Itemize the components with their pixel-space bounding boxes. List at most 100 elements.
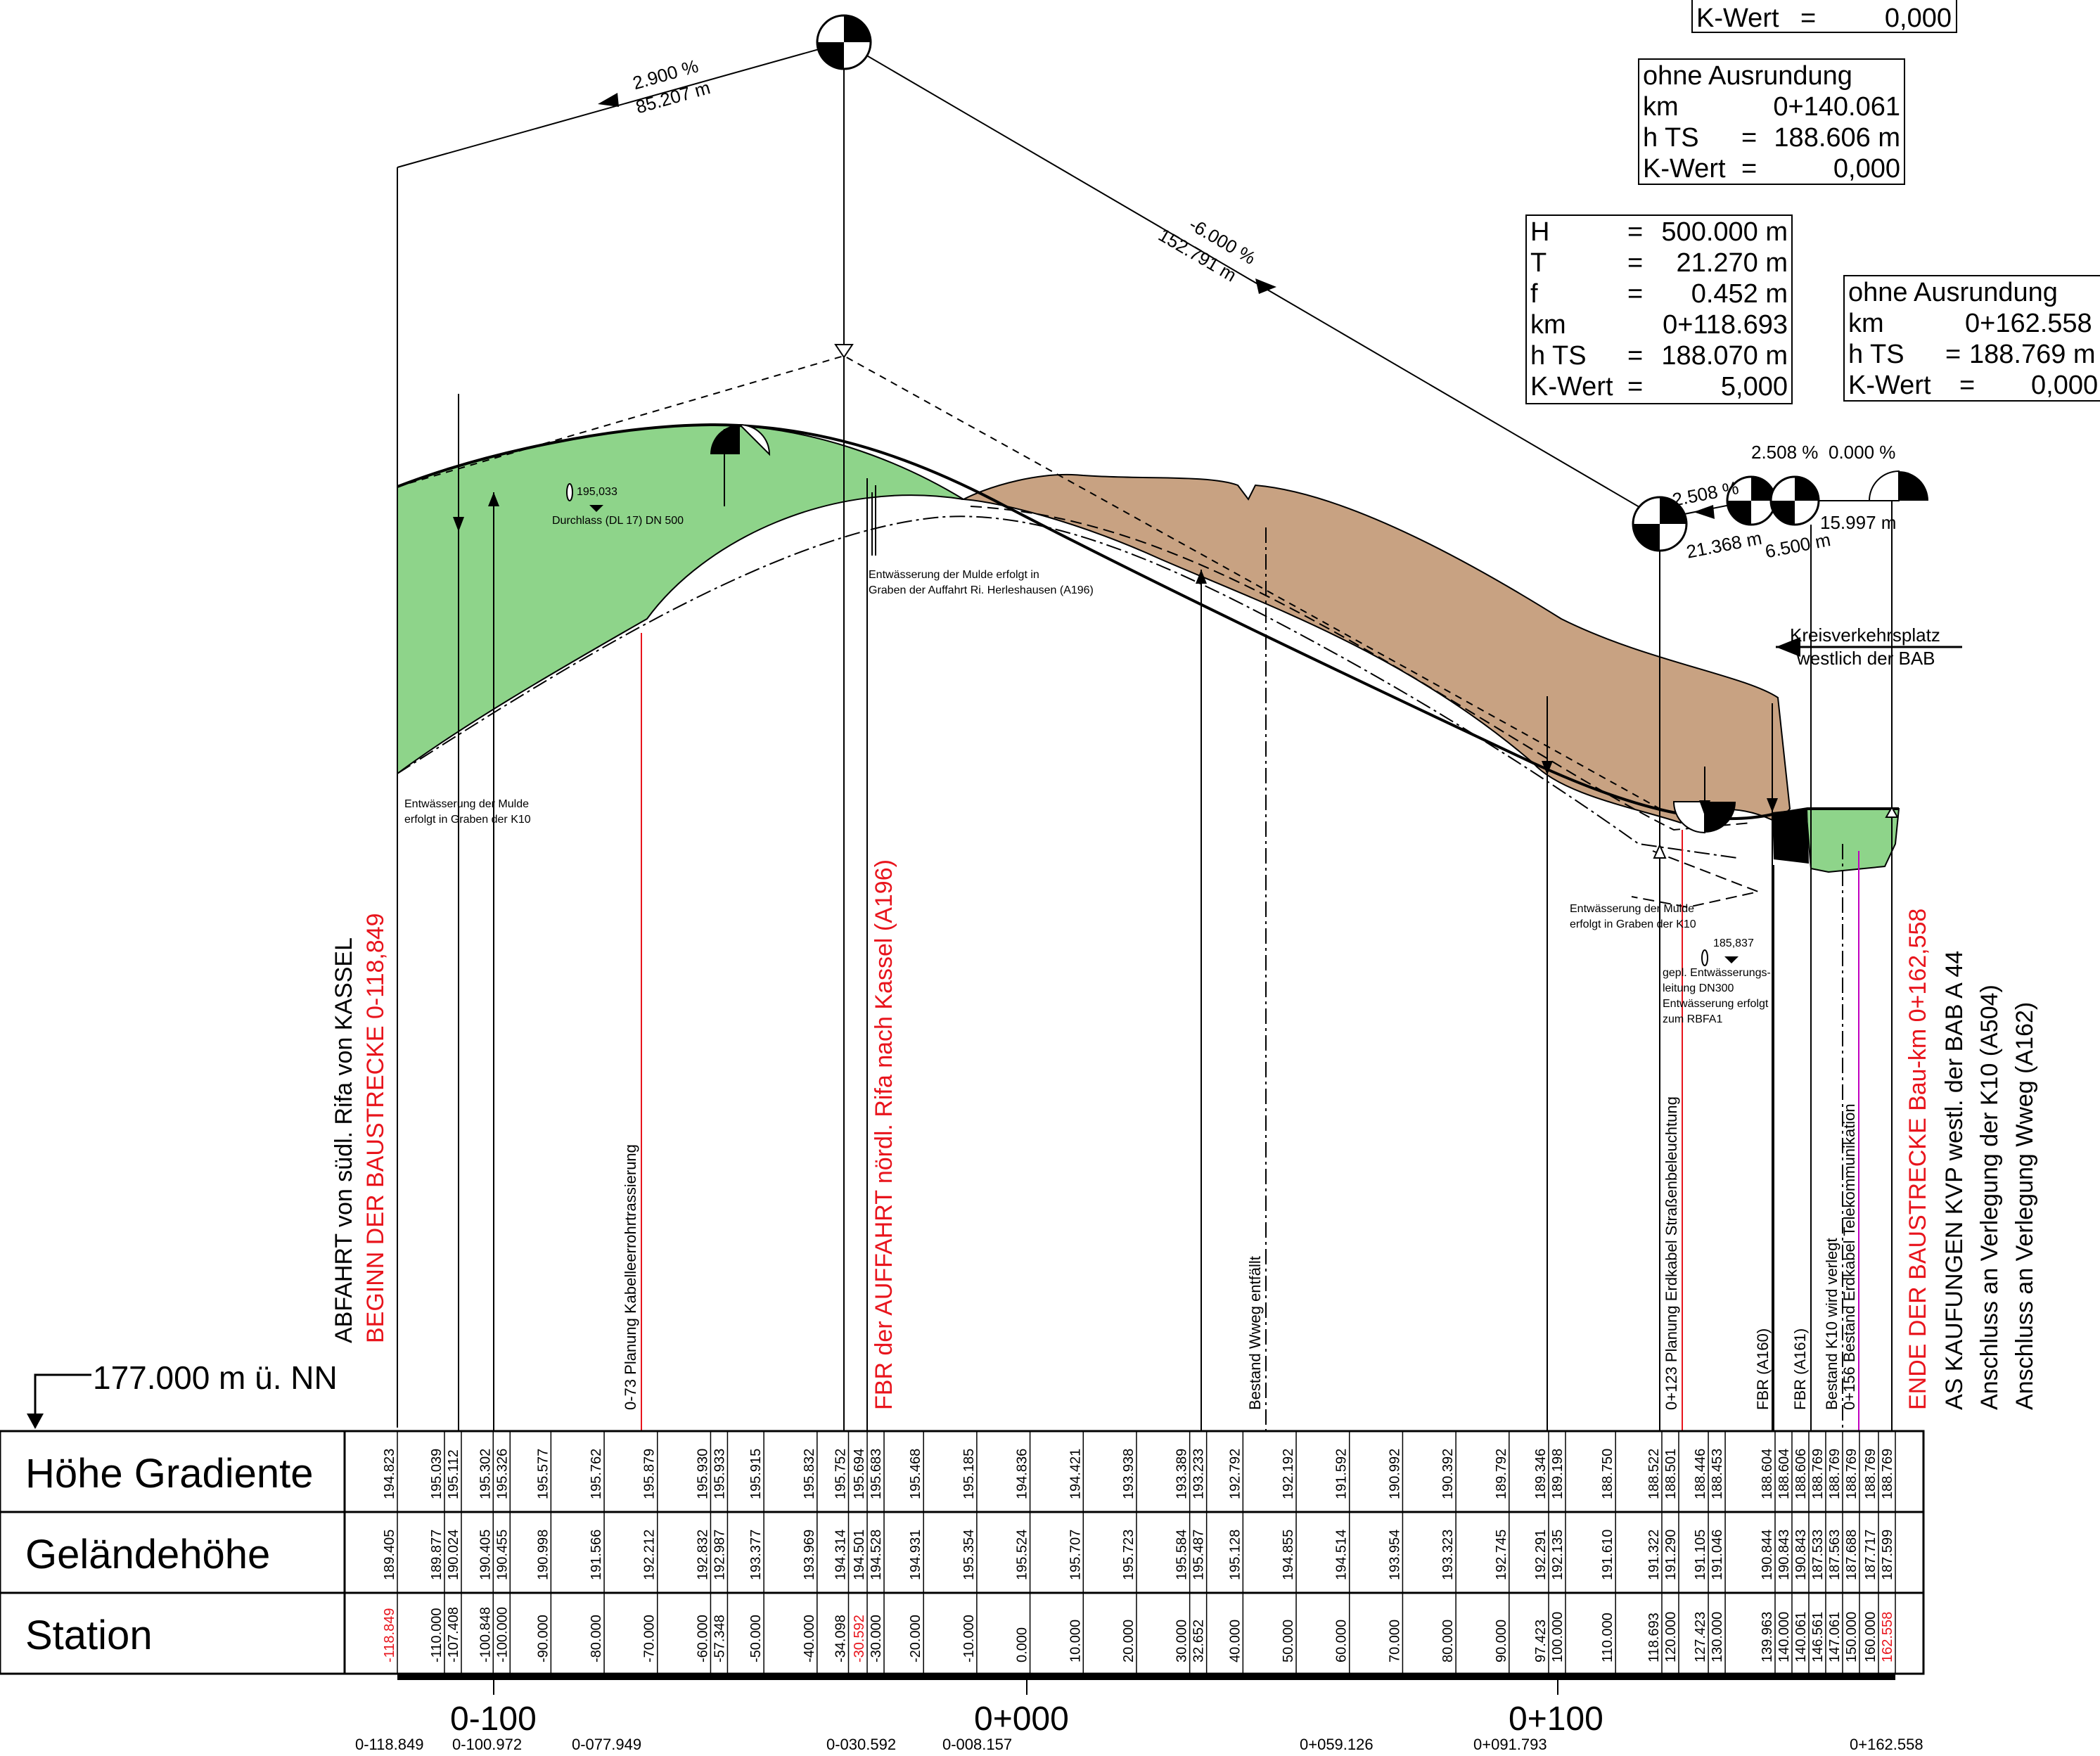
cell-station: -80.000 [589, 1615, 604, 1662]
cell-gelaendehoehe: 194.931 [908, 1530, 923, 1580]
row-label-hoehe-gradiente: Höhe Gradiente [25, 1451, 313, 1497]
slope-length: 15.997 m [1820, 512, 1896, 533]
cell-station: 140.000 [1776, 1612, 1792, 1662]
cell-gelaendehoehe: 192.832 [695, 1530, 710, 1580]
subgrade-line-dashed [970, 506, 1752, 831]
cell-station: 118.693 [1646, 1613, 1662, 1662]
svg-text:188.769 m: 188.769 m [1969, 340, 2096, 369]
cell-hoehe-gradiente: 195.933 [712, 1449, 727, 1499]
note-entwaesserung-k10: erfolgt in Graben der K10 [404, 814, 531, 826]
label-kabel: 0-73 Planung Kabelleerrohrtrassierung [622, 1144, 639, 1410]
cell-gelaendehoehe: 187.599 [1880, 1530, 1895, 1580]
cell-gelaendehoehe: 191.105 [1693, 1530, 1708, 1580]
cell-hoehe-gradiente: 188.453 [1710, 1449, 1725, 1499]
arrow-slope-3 [1694, 505, 1715, 519]
cell-hoehe-gradiente: 188.604 [1776, 1449, 1792, 1499]
svg-text:ohne Ausrundung: ohne Ausrundung [1643, 61, 1852, 91]
cell-gelaendehoehe: 192.291 [1533, 1530, 1549, 1580]
label-ende: ENDE DER BAUSTRECKE Bau-km 0+162,558 [1904, 909, 1931, 1410]
cell-station: -20.000 [908, 1615, 923, 1662]
label-anschluss-wweg: Anschluss an Verlegung Wweg (A162) [2011, 1002, 2038, 1410]
svg-text:=: = [1627, 372, 1643, 402]
note-entwaesserung-a196: Graben der Auffahrt Ri. Herleshausen (A1… [869, 584, 1094, 596]
cell-gelaendehoehe: 190.405 [478, 1530, 493, 1580]
cell-station: 10.000 [1068, 1620, 1083, 1662]
cell-hoehe-gradiente: 188.604 [1760, 1449, 1775, 1499]
label-fbr-a196: FBR der AUFFAHRT nördl. Rifa nach Kassel… [871, 859, 897, 1410]
cell-hoehe-gradiente: 195.930 [695, 1449, 710, 1499]
svg-text:=: = [1627, 248, 1643, 278]
cell-station: 162.558 [1880, 1612, 1895, 1662]
kvp-label: westlich der BAB [1796, 648, 1935, 669]
svg-text:=: = [1627, 341, 1643, 371]
row-label-station: Station [25, 1613, 153, 1658]
cell-gelaendehoehe: 191.322 [1646, 1530, 1662, 1580]
bottom-station-label: 0-118.849 [355, 1736, 423, 1753]
cell-hoehe-gradiente: 188.446 [1693, 1449, 1708, 1499]
label-abfahrt: ABFAHRT von südl. Rifa von KASSEL [331, 937, 357, 1343]
arrow-marker [1196, 570, 1207, 584]
svg-text:=: = [1741, 123, 1757, 153]
cell-station: 0.000 [1015, 1627, 1030, 1662]
cell-gelaendehoehe: 191.290 [1663, 1530, 1679, 1580]
cell-hoehe-gradiente: 188.769 [1810, 1449, 1826, 1499]
cell-station: 147.061 [1827, 1612, 1843, 1662]
cell-hoehe-gradiente: 192.792 [1227, 1449, 1243, 1499]
bottom-station-label: 0-030.592 [826, 1736, 896, 1753]
cell-hoehe-gradiente: 193.938 [1121, 1449, 1137, 1499]
cell-gelaendehoehe: 190.843 [1776, 1530, 1792, 1580]
height-marker [1724, 956, 1739, 963]
cell-hoehe-gradiente: 190.992 [1387, 1449, 1402, 1499]
cell-station: 150.000 [1844, 1612, 1859, 1662]
durchlass-label: Durchlass (DL 17) DN 500 [552, 515, 684, 527]
svg-text:=: = [1627, 217, 1643, 247]
vertex-symbol-r1 [1632, 496, 1688, 552]
svg-text:ohne Ausrundung: ohne Ausrundung [1848, 278, 2058, 307]
svg-text:=: = [1959, 371, 1975, 400]
cell-station: -118.849 [382, 1608, 397, 1662]
vertex-symbol-r2 [1726, 475, 1776, 526]
label-wweg: Bestand Wweg entfällt [1246, 1256, 1264, 1410]
cell-station: -70.000 [642, 1615, 658, 1662]
cell-station: -30.592 [852, 1615, 867, 1662]
svg-text:0,000: 0,000 [1885, 4, 1952, 33]
cell-gelaendehoehe: 191.566 [589, 1530, 604, 1580]
cell-gelaendehoehe: 195.707 [1068, 1530, 1083, 1580]
label-erdkabel: 0+123 Planung Erdkabel Straßenbeleuchtun… [1663, 1096, 1680, 1410]
cell-gelaendehoehe: 195.487 [1191, 1530, 1207, 1580]
cell-gelaendehoehe: 190.844 [1760, 1530, 1775, 1580]
cell-station: 146.561 [1810, 1612, 1826, 1662]
cell-hoehe-gradiente: 195.694 [852, 1449, 867, 1499]
svg-text:f: f [1530, 279, 1538, 309]
cell-station: -57.348 [712, 1615, 727, 1662]
cell-hoehe-gradiente: 189.198 [1550, 1449, 1566, 1499]
cell-gelaendehoehe: 187.688 [1844, 1530, 1859, 1580]
note-entwaesserung-k10-right: Entwässerung der Mulde [1570, 903, 1694, 915]
cell-hoehe-gradiente: 192.192 [1281, 1449, 1296, 1499]
cell-station: -107.408 [446, 1607, 461, 1662]
svg-text:h TS: h TS [1643, 123, 1699, 153]
cell-hoehe-gradiente: 191.592 [1334, 1449, 1350, 1499]
note-entwaesserung-a196: Entwässerung der Mulde erfolgt in [869, 569, 1039, 581]
svg-text:K-Wert: K-Wert [1643, 154, 1726, 184]
svg-text:T: T [1530, 248, 1547, 278]
height-185: 185,837 [1713, 937, 1754, 949]
cell-hoehe-gradiente: 188.750 [1600, 1449, 1615, 1499]
cell-station: 160.000 [1863, 1612, 1878, 1662]
svg-text:h TS: h TS [1848, 340, 1904, 369]
bottom-station-label: 0+162.558 [1850, 1736, 1923, 1753]
slope-grade: 0.000 % [1829, 442, 1895, 463]
cell-hoehe-gradiente: 188.769 [1844, 1449, 1859, 1499]
datum-marker [27, 1373, 91, 1429]
cell-station: -34.098 [833, 1615, 848, 1662]
row-label-gelaendehoehe: Geländehöhe [25, 1532, 270, 1577]
cell-gelaendehoehe: 189.877 [429, 1530, 444, 1580]
arrow-marker [1885, 805, 1899, 818]
svg-text:=: = [1945, 340, 1961, 369]
cell-gelaendehoehe: 194.501 [852, 1530, 867, 1580]
cell-station: 127.423 [1693, 1612, 1708, 1662]
svg-text:=: = [1800, 4, 1816, 33]
cell-station: -100.000 [494, 1607, 510, 1662]
cell-hoehe-gradiente: 195.915 [748, 1449, 764, 1499]
